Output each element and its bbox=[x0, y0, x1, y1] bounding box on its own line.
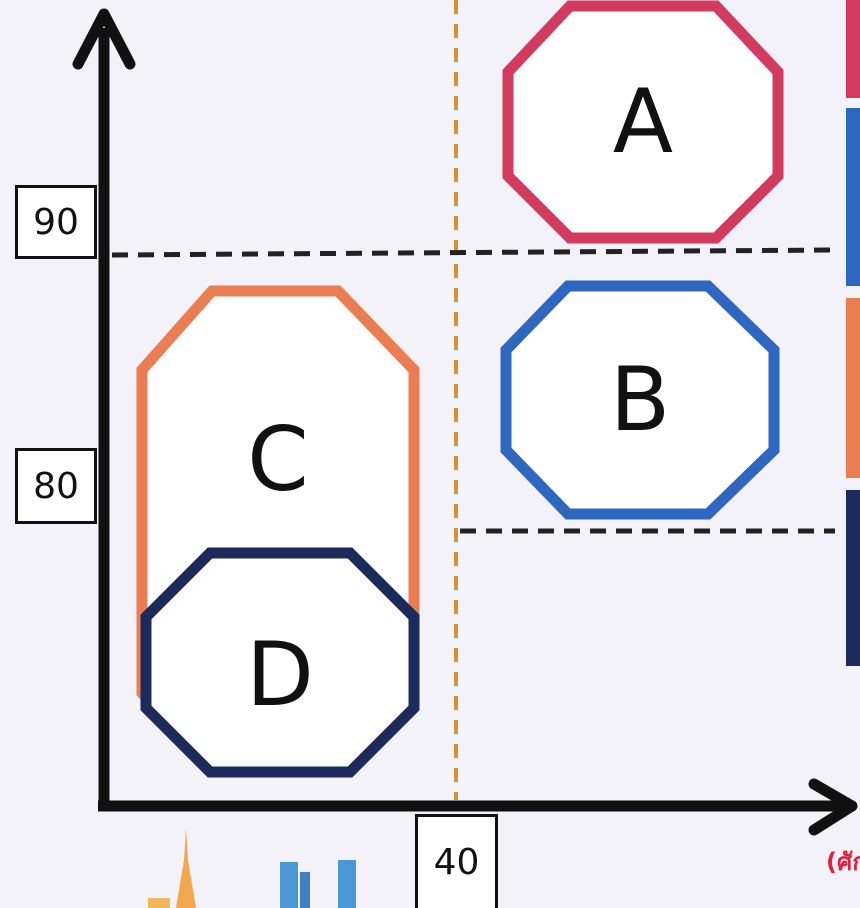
zone-b-octagon bbox=[500, 280, 780, 520]
legend-swatch-a bbox=[846, 0, 860, 98]
zone-a-octagon bbox=[502, 0, 784, 244]
x-tick-40: 40 bbox=[415, 814, 498, 908]
skyline-decoration bbox=[148, 828, 356, 908]
x-axis-unit-label: (ศัก bbox=[826, 848, 860, 876]
y-axis-arrowhead bbox=[72, 8, 136, 70]
x-axis-arrowhead bbox=[808, 778, 858, 836]
legend-swatch-b bbox=[846, 108, 860, 286]
y-threshold-divider-upper bbox=[111, 247, 836, 258]
zone-a-label: A bbox=[612, 70, 674, 173]
y-tick-90: 90 bbox=[15, 185, 97, 259]
zone-d-label: D bbox=[246, 623, 314, 726]
y-tick-90-label: 90 bbox=[33, 201, 79, 243]
y-tick-80-label: 80 bbox=[33, 465, 79, 507]
y-tick-80: 80 bbox=[15, 448, 97, 524]
zone-b-label: B bbox=[609, 348, 671, 451]
x-tick-40-label: 40 bbox=[433, 842, 480, 883]
legend-swatch-c bbox=[846, 298, 860, 478]
zone-c-label: C bbox=[247, 408, 309, 511]
legend-swatch-d bbox=[846, 490, 860, 666]
zone-d-octagon bbox=[140, 547, 420, 778]
